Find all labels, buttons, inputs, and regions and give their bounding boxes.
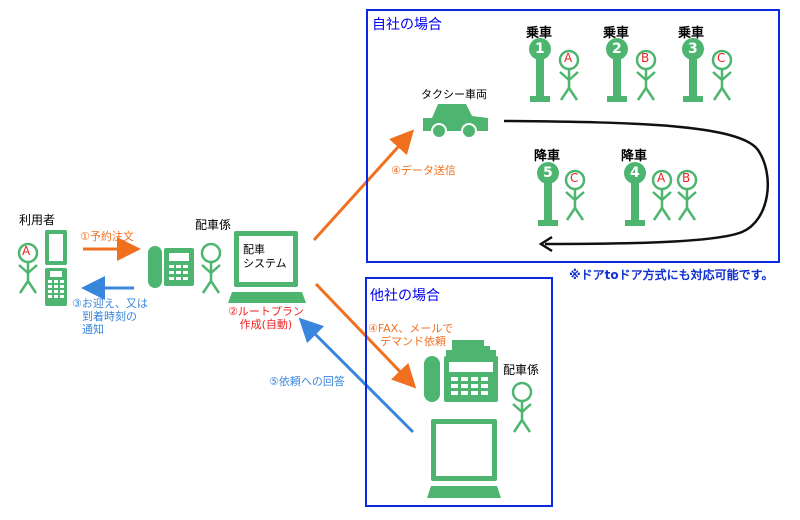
step4-fax-line2: デマンド依頼 bbox=[380, 335, 446, 348]
step1-label: ①予約注文 bbox=[80, 230, 134, 243]
step3-line3: 通知 bbox=[82, 323, 104, 336]
stop-number-1: 1 bbox=[535, 41, 545, 57]
stop-number-5: 5 bbox=[543, 165, 553, 181]
taxi-icon bbox=[423, 104, 488, 139]
desk-phone-icon bbox=[148, 246, 194, 288]
other-computer-icon bbox=[427, 419, 501, 498]
system-screen-line1: 配車 bbox=[243, 243, 265, 256]
stop-number-4: 4 bbox=[630, 165, 640, 181]
dispatch-system-computer-icon bbox=[228, 231, 306, 303]
step3-line1: ③お迎え、又は bbox=[72, 297, 148, 310]
step5-reply-label: ⑤依頼への回答 bbox=[269, 375, 345, 388]
system-screen-text: 配車 システム bbox=[243, 243, 287, 271]
dropoff-label-4: 降車 bbox=[621, 149, 648, 164]
own-company-panel bbox=[366, 9, 780, 263]
stop-number-2: 2 bbox=[612, 41, 622, 57]
mobile-phone-icon bbox=[45, 230, 67, 306]
other-dispatcher-label: 配車係 bbox=[503, 363, 540, 377]
dispatcher-person-icon bbox=[200, 242, 222, 295]
user-letter: A bbox=[22, 244, 31, 258]
stop-number-3: 3 bbox=[688, 41, 698, 57]
step3-line2: 到着時刻の bbox=[82, 310, 137, 323]
dispatcher-label: 配車係 bbox=[195, 218, 232, 232]
dropoff-passenger-letter-b: B bbox=[682, 171, 691, 185]
system-screen-line2: システム bbox=[243, 257, 287, 270]
reply-arrow bbox=[298, 317, 415, 434]
step2-label: ②ルートプラン 作成(自動) bbox=[228, 305, 304, 331]
taxi-label: タクシー車両 bbox=[421, 88, 487, 101]
route-line bbox=[503, 119, 770, 246]
step4-fax-line1: ④FAX、メールで bbox=[368, 322, 454, 335]
user-label: 利用者 bbox=[19, 213, 56, 227]
pickup-passenger-letter-b: B bbox=[641, 51, 650, 65]
data-send-arrow bbox=[312, 129, 415, 242]
other-company-panel bbox=[365, 277, 553, 507]
step3-label: ③お迎え、又は 到着時刻の 通知 bbox=[72, 297, 148, 336]
step4-fax-label: ④FAX、メールで デマンド依頼 bbox=[368, 322, 453, 348]
step2-line2: 作成(自動) bbox=[239, 318, 293, 331]
pickup-label-1: 乗車 bbox=[526, 26, 553, 41]
pickup-label-2: 乗車 bbox=[603, 26, 630, 41]
pickup-passenger-letter-a: A bbox=[564, 51, 573, 65]
route-arrowhead bbox=[538, 235, 553, 253]
step2-line1: ②ルートプラン bbox=[228, 305, 304, 318]
other-company-title: 他社の場合 bbox=[370, 288, 440, 304]
dropoff-label-5: 降車 bbox=[534, 149, 561, 164]
dropoff-passenger-letter-c: C bbox=[570, 171, 579, 185]
fax-request-arrow bbox=[314, 282, 417, 389]
door-to-door-footnote: ※ドアtoドア方式にも対応可能です。 bbox=[569, 268, 774, 282]
pickup-passenger-letter-c: C bbox=[717, 51, 726, 65]
dropoff-passenger-letter-a: A bbox=[657, 171, 666, 185]
own-company-title: 自社の場合 bbox=[372, 17, 442, 33]
step4-data-send-label: ④データ送信 bbox=[391, 164, 456, 177]
pickup-label-3: 乗車 bbox=[678, 26, 705, 41]
fax-machine-icon bbox=[424, 340, 498, 402]
